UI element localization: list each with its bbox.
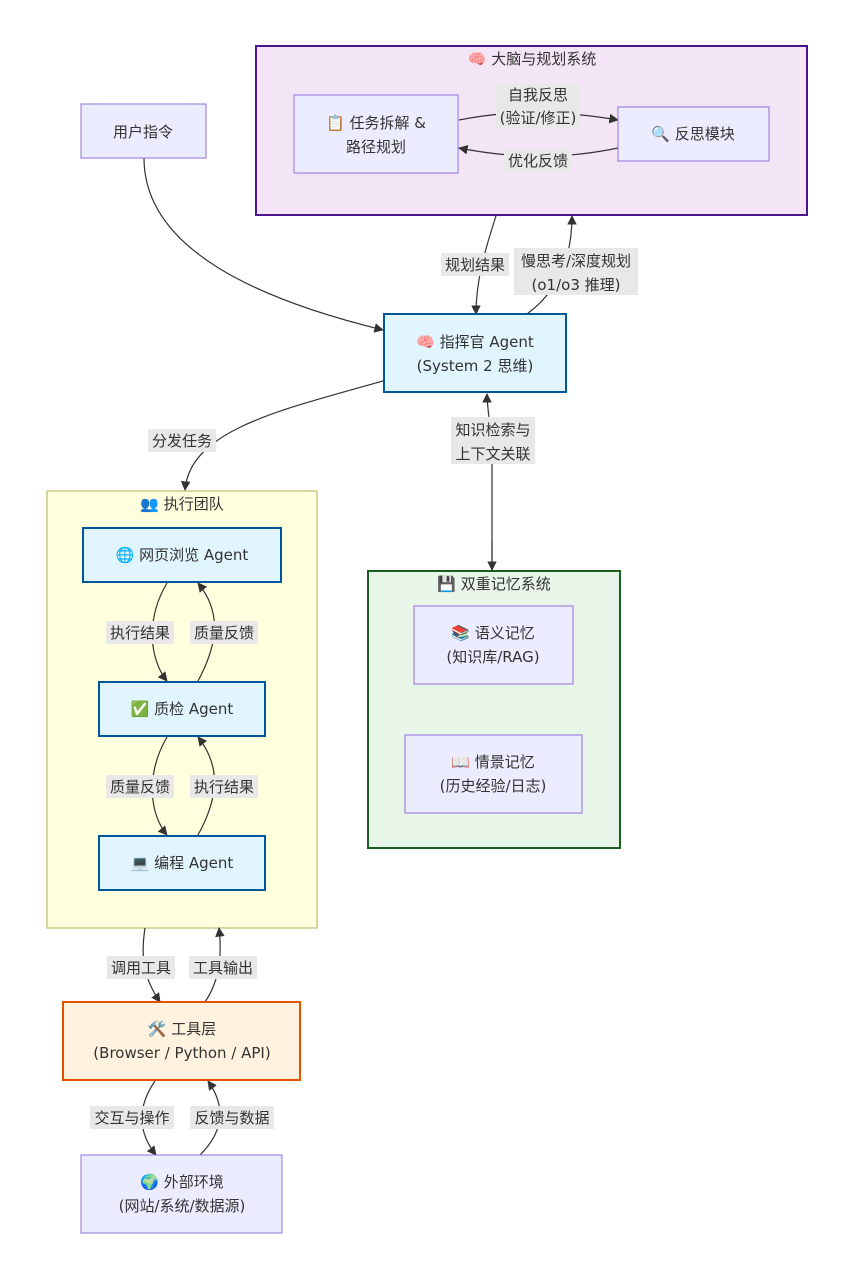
- node-box: [617, 106, 770, 162]
- edge-label-text: (o1/o3 推理): [532, 276, 621, 294]
- node-label: (历史经验/日志): [440, 777, 547, 795]
- edge-label-bg: [190, 775, 258, 798]
- edge-label-code-quality-fb: 质量反馈: [106, 775, 174, 798]
- edge-label-text: 慢思考/深度规划: [521, 252, 631, 270]
- edge-label-bg: [504, 149, 572, 172]
- edge-label-bg: [107, 956, 175, 979]
- edge-label-text: 分发任务: [152, 432, 212, 450]
- node-label: (System 2 思维): [417, 357, 534, 375]
- edge-label-bg: [190, 621, 258, 644]
- edge-label-bg: [190, 1106, 274, 1129]
- node-label: (网站/系统/数据源): [119, 1197, 246, 1215]
- edge-commander-to-team: [180, 380, 384, 491]
- node-label: 💻 编程 Agent: [131, 854, 234, 872]
- edge-label-bg: [148, 429, 216, 452]
- node-commander[interactable]: 🧠 指挥官 Agent (System 2 思维): [383, 313, 567, 393]
- edge-label-bg: [451, 417, 535, 464]
- node-web-agent[interactable]: 🌐 网页浏览 Agent: [82, 527, 282, 583]
- node-box: [383, 313, 567, 393]
- node-label: 🌐 网页浏览 Agent: [116, 546, 249, 564]
- edge-label-interact: 交互与操作: [90, 1106, 174, 1129]
- cluster-team-title: 👥 执行团队: [140, 495, 223, 513]
- edge-label-text: 工具输出: [193, 959, 253, 977]
- node-box: [80, 1154, 283, 1234]
- edge-label-text: 质量反馈: [194, 624, 254, 642]
- edge-label-text: 交互与操作: [94, 1109, 169, 1127]
- node-label: 用户指令: [113, 123, 173, 141]
- edge-label-bg: [189, 956, 257, 979]
- edge-label-bg: [90, 1106, 174, 1129]
- edge-label-text: 自我反思: [508, 86, 568, 104]
- node-reflection[interactable]: 🔍 反思模块: [617, 106, 770, 162]
- edge-label-text: (验证/修正): [500, 109, 577, 127]
- edge-label-bg: [514, 248, 638, 295]
- node-label: 📖 情景记忆: [451, 753, 534, 771]
- edge-label-tool-output: 工具输出: [189, 956, 257, 979]
- node-label: (Browser / Python / API): [93, 1044, 270, 1062]
- edge-label-bg: [106, 775, 174, 798]
- edge-label-text: 知识检索与: [455, 421, 530, 439]
- edge-label-dispatch: 分发任务: [148, 429, 216, 452]
- edge-label-bg: [106, 621, 174, 644]
- edge-label-feedback-data: 反馈与数据: [190, 1106, 274, 1129]
- node-task-decompose[interactable]: 📋 任务拆解 & 路径规划: [293, 94, 459, 174]
- node-label: 🔍 反思模块: [651, 124, 734, 143]
- edge-user-to-commander: [143, 157, 384, 333]
- node-label: 🌍 外部环境: [140, 1173, 223, 1191]
- node-box: [62, 1001, 301, 1081]
- node-user-command[interactable]: 用户指令: [80, 103, 207, 159]
- node-label: 📋 任务拆解 &: [326, 114, 426, 132]
- node-box: [413, 605, 574, 685]
- node-external-env[interactable]: 🌍 外部环境 (网站/系统/数据源): [80, 1154, 283, 1234]
- edge-label-web-quality-fb: 质量反馈: [190, 621, 258, 644]
- node-label: 🛠️ 工具层: [148, 1019, 216, 1038]
- node-label: (知识库/RAG): [446, 648, 539, 666]
- edge-label-code-exec-result: 执行结果: [190, 775, 258, 798]
- node-box: [293, 94, 459, 174]
- edge-label-slow-think: 慢思考/深度规划 (o1/o3 推理): [514, 248, 638, 295]
- node-tool-layer[interactable]: 🛠️ 工具层 (Browser / Python / API): [62, 1001, 301, 1081]
- edge-label-knowledge: 知识检索与 上下文关联: [451, 417, 535, 464]
- node-label: 📚 语义记忆: [451, 624, 534, 642]
- node-label: 路径规划: [346, 138, 406, 156]
- node-box: [98, 681, 266, 737]
- edge-label-web-exec-result: 执行结果: [106, 621, 174, 644]
- edge-label-self-reflect: 自我反思 (验证/修正): [496, 84, 580, 128]
- node-code-agent[interactable]: 💻 编程 Agent: [98, 835, 266, 891]
- edge-label-text: 调用工具: [111, 959, 171, 977]
- node-box: [80, 103, 207, 159]
- node-episodic-memory[interactable]: 📖 情景记忆 (历史经验/日志): [404, 734, 583, 814]
- edge-label-text: 执行结果: [194, 778, 254, 796]
- node-label: 🧠 指挥官 Agent: [416, 333, 534, 351]
- cluster-memory-title: 💾 双重记忆系统: [437, 575, 550, 593]
- node-box: [82, 527, 282, 583]
- edge-label-bg: [496, 84, 580, 128]
- node-semantic-memory[interactable]: 📚 语义记忆 (知识库/RAG): [413, 605, 574, 685]
- node-qa-agent[interactable]: ✅ 质检 Agent: [98, 681, 266, 737]
- edge-label-bg: [441, 253, 509, 276]
- edge-label-text: 质量反馈: [110, 778, 170, 796]
- node-box: [404, 734, 583, 814]
- node-label: ✅ 质检 Agent: [131, 700, 234, 718]
- edge-label-plan-result: 规划结果: [441, 253, 509, 276]
- edge-label-text: 反馈与数据: [194, 1109, 269, 1127]
- edge-label-optimize-feedback: 优化反馈: [504, 149, 572, 172]
- edge-label-text: 优化反馈: [508, 152, 568, 170]
- edge-label-text: 执行结果: [110, 624, 170, 642]
- edge-label-call-tool: 调用工具: [107, 956, 175, 979]
- node-box: [98, 835, 266, 891]
- cluster-brain-title: 🧠 大脑与规划系统: [468, 50, 596, 68]
- edge-label-text: 规划结果: [445, 256, 505, 274]
- edge-label-text: 上下文关联: [455, 445, 530, 463]
